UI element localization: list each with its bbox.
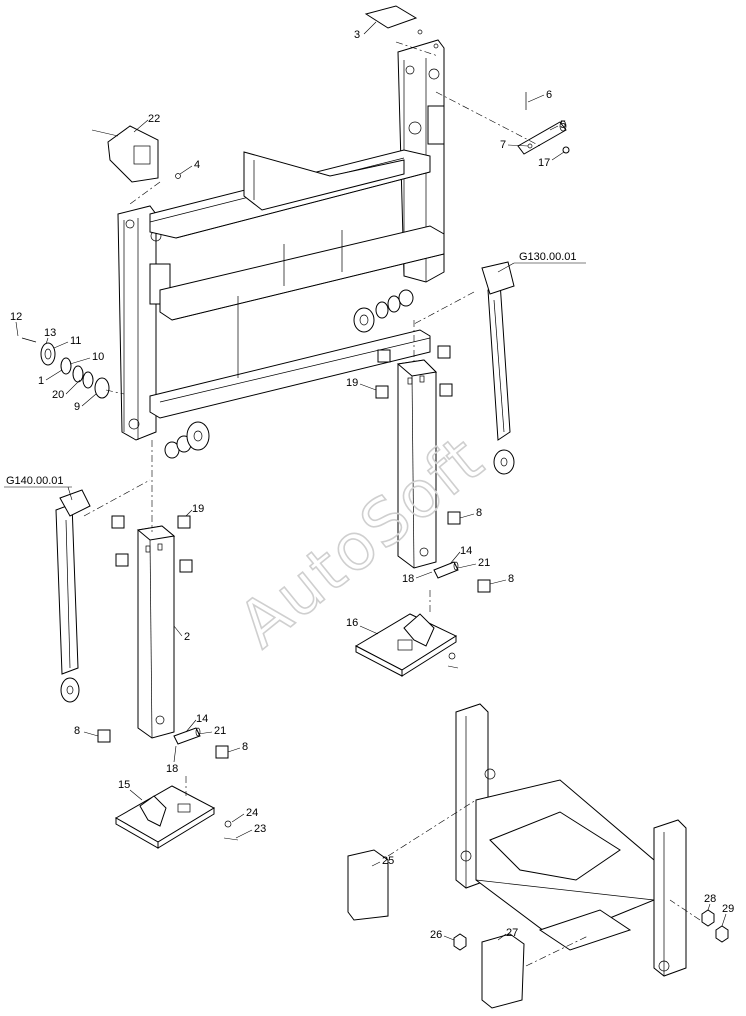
- callout-18-left: 18: [166, 763, 178, 775]
- carrier-frame: [455, 703, 687, 977]
- callout-15: 15: [118, 779, 130, 791]
- callout-19-left: 19: [192, 503, 204, 515]
- callout-26: 26: [430, 929, 442, 941]
- callout-7: 7: [500, 139, 506, 151]
- right-column: [396, 359, 438, 569]
- callout-8-c: 8: [74, 725, 80, 737]
- callout-20: 20: [52, 389, 64, 401]
- base-15: [114, 785, 239, 849]
- callout-16: 16: [346, 617, 358, 629]
- callout-27: 27: [506, 927, 518, 939]
- callout-19-right: 19: [346, 377, 358, 389]
- left-bearing-set: [21, 337, 110, 399]
- callout-21-right: 21: [478, 557, 490, 569]
- callout-22: 22: [148, 113, 160, 125]
- group-ref-g130: G130.00.01: [497, 251, 586, 273]
- callout-11: 11: [70, 335, 81, 347]
- callout-23: 23: [254, 823, 266, 835]
- callout-8-a: 8: [476, 507, 482, 519]
- callout-24: 24: [246, 807, 258, 819]
- callout-29: 29: [722, 903, 734, 915]
- callouts: 3 22 4 6 5 7 17 12 13 11 10 1 20 9 19 19…: [10, 21, 734, 941]
- callout-14-right: 14: [460, 545, 472, 557]
- base-16: [354, 613, 459, 677]
- callout-13: 13: [44, 327, 56, 339]
- bracket-22: [91, 125, 181, 183]
- pins-lower: [173, 561, 459, 745]
- callout-17: 17: [538, 157, 550, 169]
- callout-1: 1: [38, 375, 44, 387]
- group-ref-label-g130: G130.00.01: [519, 251, 577, 263]
- callout-25: 25: [382, 855, 394, 867]
- pin-5: [517, 92, 570, 155]
- callout-6: 6: [546, 89, 552, 101]
- callout-28: 28: [704, 893, 716, 905]
- main-frame: [117, 39, 445, 441]
- centre-lines: [83, 41, 701, 967]
- callout-12: 12: [10, 311, 22, 323]
- callout-9: 9: [74, 401, 80, 413]
- callout-4: 4: [194, 159, 200, 171]
- callout-14-left: 14: [196, 713, 208, 725]
- callout-5: 5: [560, 119, 566, 131]
- left-lower-bearing-set: [164, 421, 210, 459]
- group-ref-label-g140: G140.00.01: [6, 475, 64, 487]
- callout-8-b: 8: [508, 573, 514, 585]
- right-cylinder: [481, 261, 515, 475]
- callout-3: 3: [354, 29, 360, 41]
- callout-2: 2: [184, 631, 190, 643]
- callout-8-d: 8: [242, 741, 248, 753]
- callout-18-right: 18: [402, 573, 414, 585]
- cover-plate-3: [364, 5, 439, 49]
- wear-pads: [97, 345, 491, 759]
- covers: [347, 849, 729, 1009]
- callout-10: 10: [92, 351, 104, 363]
- watermark: AutoSoft: [225, 422, 498, 663]
- left-column-2: [136, 525, 176, 739]
- callout-21-left: 21: [214, 725, 226, 737]
- left-cylinder: [55, 489, 91, 703]
- group-ref-g140: G140.00.01: [4, 475, 73, 501]
- right-bearing-set: [353, 289, 414, 333]
